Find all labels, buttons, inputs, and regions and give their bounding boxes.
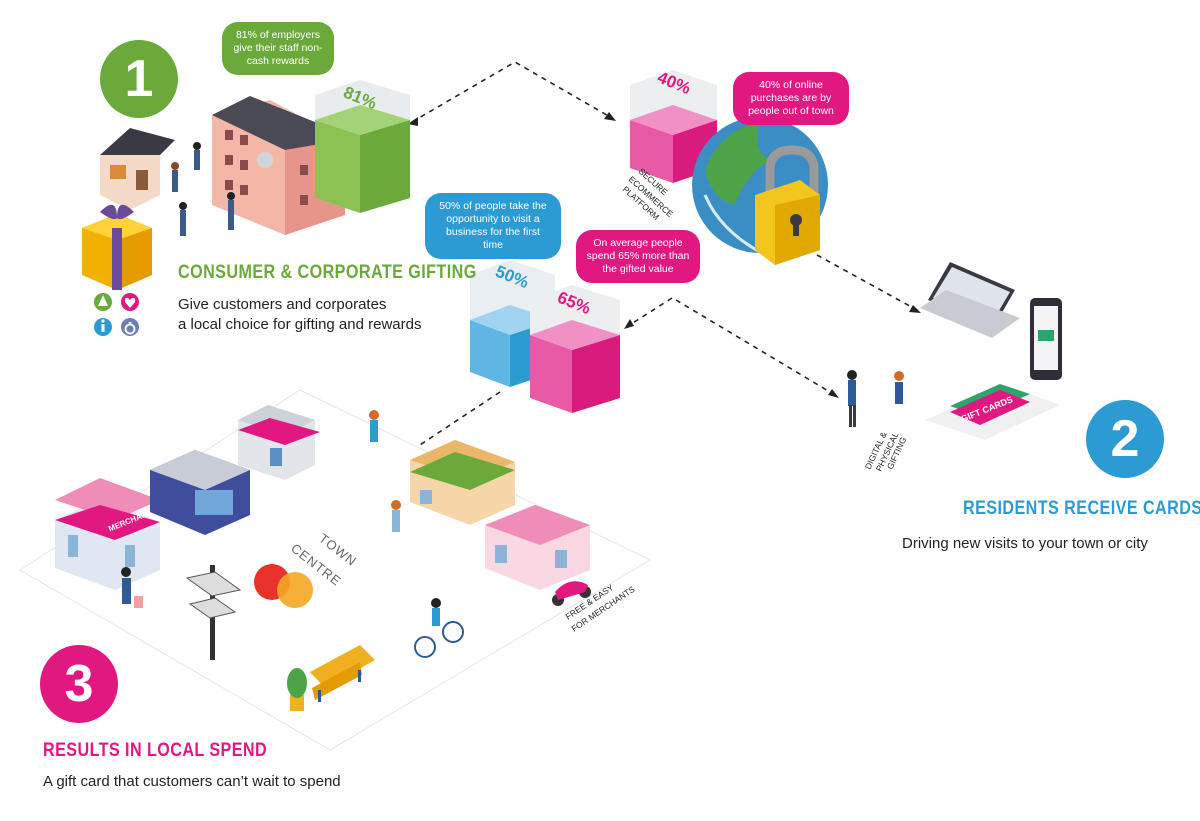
- arrowhead-gifting: [408, 117, 418, 126]
- step-3-badge: 3: [40, 645, 118, 723]
- step-2-badge: 2: [1086, 400, 1164, 478]
- bench-illustration: [310, 645, 375, 702]
- step-3-description: A gift card that customers can’t wait to…: [43, 773, 341, 790]
- people-town: [121, 410, 401, 608]
- shop-green-illustration: [410, 440, 515, 525]
- people-step1: [171, 142, 235, 236]
- arrowhead-devices: [909, 305, 921, 313]
- phone-illustration: [1030, 298, 1062, 380]
- stat-bubble-81: 81% of employers give their staff non-ca…: [222, 22, 334, 75]
- gift-box-icon: [82, 204, 152, 290]
- arrowhead-spend: [624, 319, 634, 329]
- step-2-description: Driving new visits to your town or city: [902, 535, 1148, 552]
- cause-icons: [94, 293, 139, 336]
- step-1-description-line2: a local choice for gifting and rewards: [178, 316, 422, 333]
- arrow-platform-to-devices: [816, 254, 918, 311]
- mastercard-logo: [254, 564, 313, 608]
- cyclist-illustration: [414, 598, 464, 658]
- arrow-heads: [365, 112, 921, 482]
- stat-bubble-40: 40% of online purchases are by people ou…: [733, 72, 849, 125]
- arrow-platform-branch: [675, 299, 836, 396]
- house-illustration: [100, 128, 175, 210]
- signpost-illustration: [185, 565, 242, 660]
- stat-bar-81-fill-side: [360, 120, 410, 213]
- shop-corner-illustration: [238, 405, 320, 480]
- flow-arrows: [369, 61, 918, 479]
- arrow-to-spend: [627, 297, 673, 327]
- shop-blue-illustration: [150, 450, 250, 535]
- laptop-illustration: [920, 262, 1020, 338]
- step-2-title: RESIDENTS RECEIVE CARDS: [963, 498, 1200, 519]
- padlock-icon: [755, 145, 820, 265]
- shop-merchant-illustration: [55, 478, 160, 590]
- potted-plant-illustration: [287, 668, 307, 711]
- shop-pink-illustration: [485, 505, 590, 590]
- arrowhead-gifting-to-bottom: [828, 389, 839, 398]
- arrow-gifting-to-platform: [411, 61, 613, 123]
- step-3-title: RESULTS IN LOCAL SPEND: [43, 740, 268, 761]
- people-step2: [847, 370, 904, 427]
- gift-cards-illustration: [925, 384, 1060, 440]
- step-1-badge: 1: [100, 40, 178, 118]
- step-1-description-line1: Give customers and corporates: [178, 296, 387, 313]
- scooter-illustration: [552, 581, 591, 606]
- stat-bar-40: [630, 70, 717, 183]
- step-1-title: CONSUMER & CORPORATE GIFTING: [178, 262, 477, 283]
- stat-bubble-50: 50% of people take the opportunity to vi…: [425, 193, 561, 259]
- arrowhead-platform: [604, 112, 616, 121]
- stat-bar-81: [315, 80, 410, 213]
- stat-bar-81-fill-front: [315, 120, 360, 213]
- stat-bubble-65: On average people spend 65% more than th…: [576, 230, 700, 283]
- stat-bar-65: [530, 285, 620, 413]
